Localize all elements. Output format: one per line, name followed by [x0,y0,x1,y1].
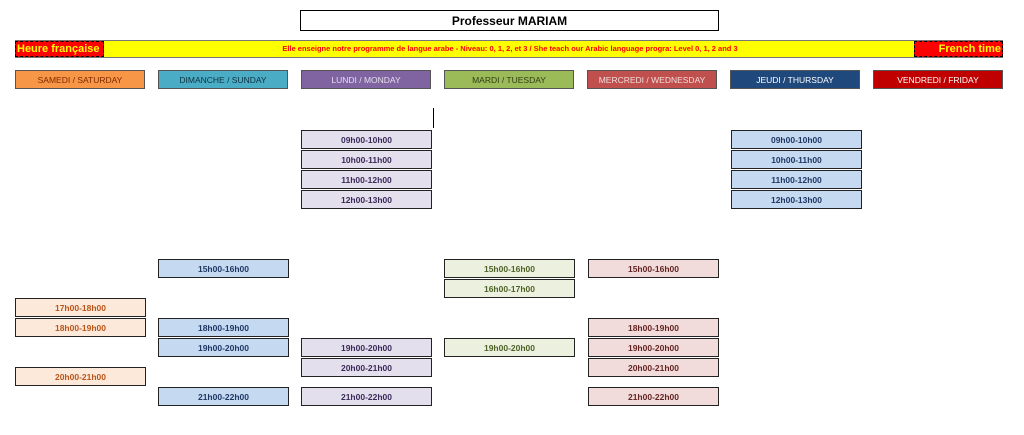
day-header-monday: LUNDI / MONDAY [301,70,431,89]
slot-monday: 10h00-11h00 [301,150,432,169]
slot-thursday: 09h00-10h00 [731,130,862,149]
slot-thursday: 10h00-11h00 [731,150,862,169]
slot-saturday: 18h00-19h00 [15,318,146,337]
slot-tuesday: 16h00-17h00 [444,279,575,298]
slot-tuesday: 15h00-16h00 [444,259,575,278]
slot-monday: 09h00-10h00 [301,130,432,149]
slot-thursday: 11h00-12h00 [731,170,862,189]
day-header-saturday: SAMEDI / SATURDAY [15,70,145,89]
slot-wednesday: 19h00-20h00 [588,338,719,357]
day-header-wednesday: MERCREDI / WEDNESDAY [587,70,717,89]
slot-wednesday: 21h00-22h00 [588,387,719,406]
slot-wednesday: 20h00-21h00 [588,358,719,377]
day-header-sunday: DIMANCHE / SUNDAY [158,70,288,89]
slot-thursday: 12h00-13h00 [731,190,862,209]
slot-monday: 21h00-22h00 [301,387,432,406]
day-header-thursday: JEUDI / THURSDAY [730,70,860,89]
slot-wednesday: 15h00-16h00 [588,259,719,278]
info-banner: Heure française Elle enseigne notre prog… [15,40,1003,58]
slot-monday: 20h00-21h00 [301,358,432,377]
day-header-friday: VENDREDI / FRIDAY [873,70,1003,89]
slot-sunday: 21h00-22h00 [158,387,289,406]
slot-saturday: 17h00-18h00 [15,298,146,317]
slot-monday: 19h00-20h00 [301,338,432,357]
banner-program-description: Elle enseigne notre programme de langue … [282,44,738,53]
slot-sunday: 15h00-16h00 [158,259,289,278]
slot-tuesday: 19h00-20h00 [444,338,575,357]
slot-monday: 12h00-13h00 [301,190,432,209]
slot-saturday: 20h00-21h00 [15,367,146,386]
banner-french-time-label: French time [914,41,1003,57]
slot-wednesday: 18h00-19h00 [588,318,719,337]
slot-sunday: 19h00-20h00 [158,338,289,357]
slot-monday: 11h00-12h00 [301,170,432,189]
day-header-tuesday: MARDI / TUESDAY [444,70,574,89]
slot-sunday: 18h00-19h00 [158,318,289,337]
banner-french-hour-label: Heure française [15,41,104,57]
page-title: Professeur MARIAM [300,10,719,31]
divider-line [433,108,434,128]
